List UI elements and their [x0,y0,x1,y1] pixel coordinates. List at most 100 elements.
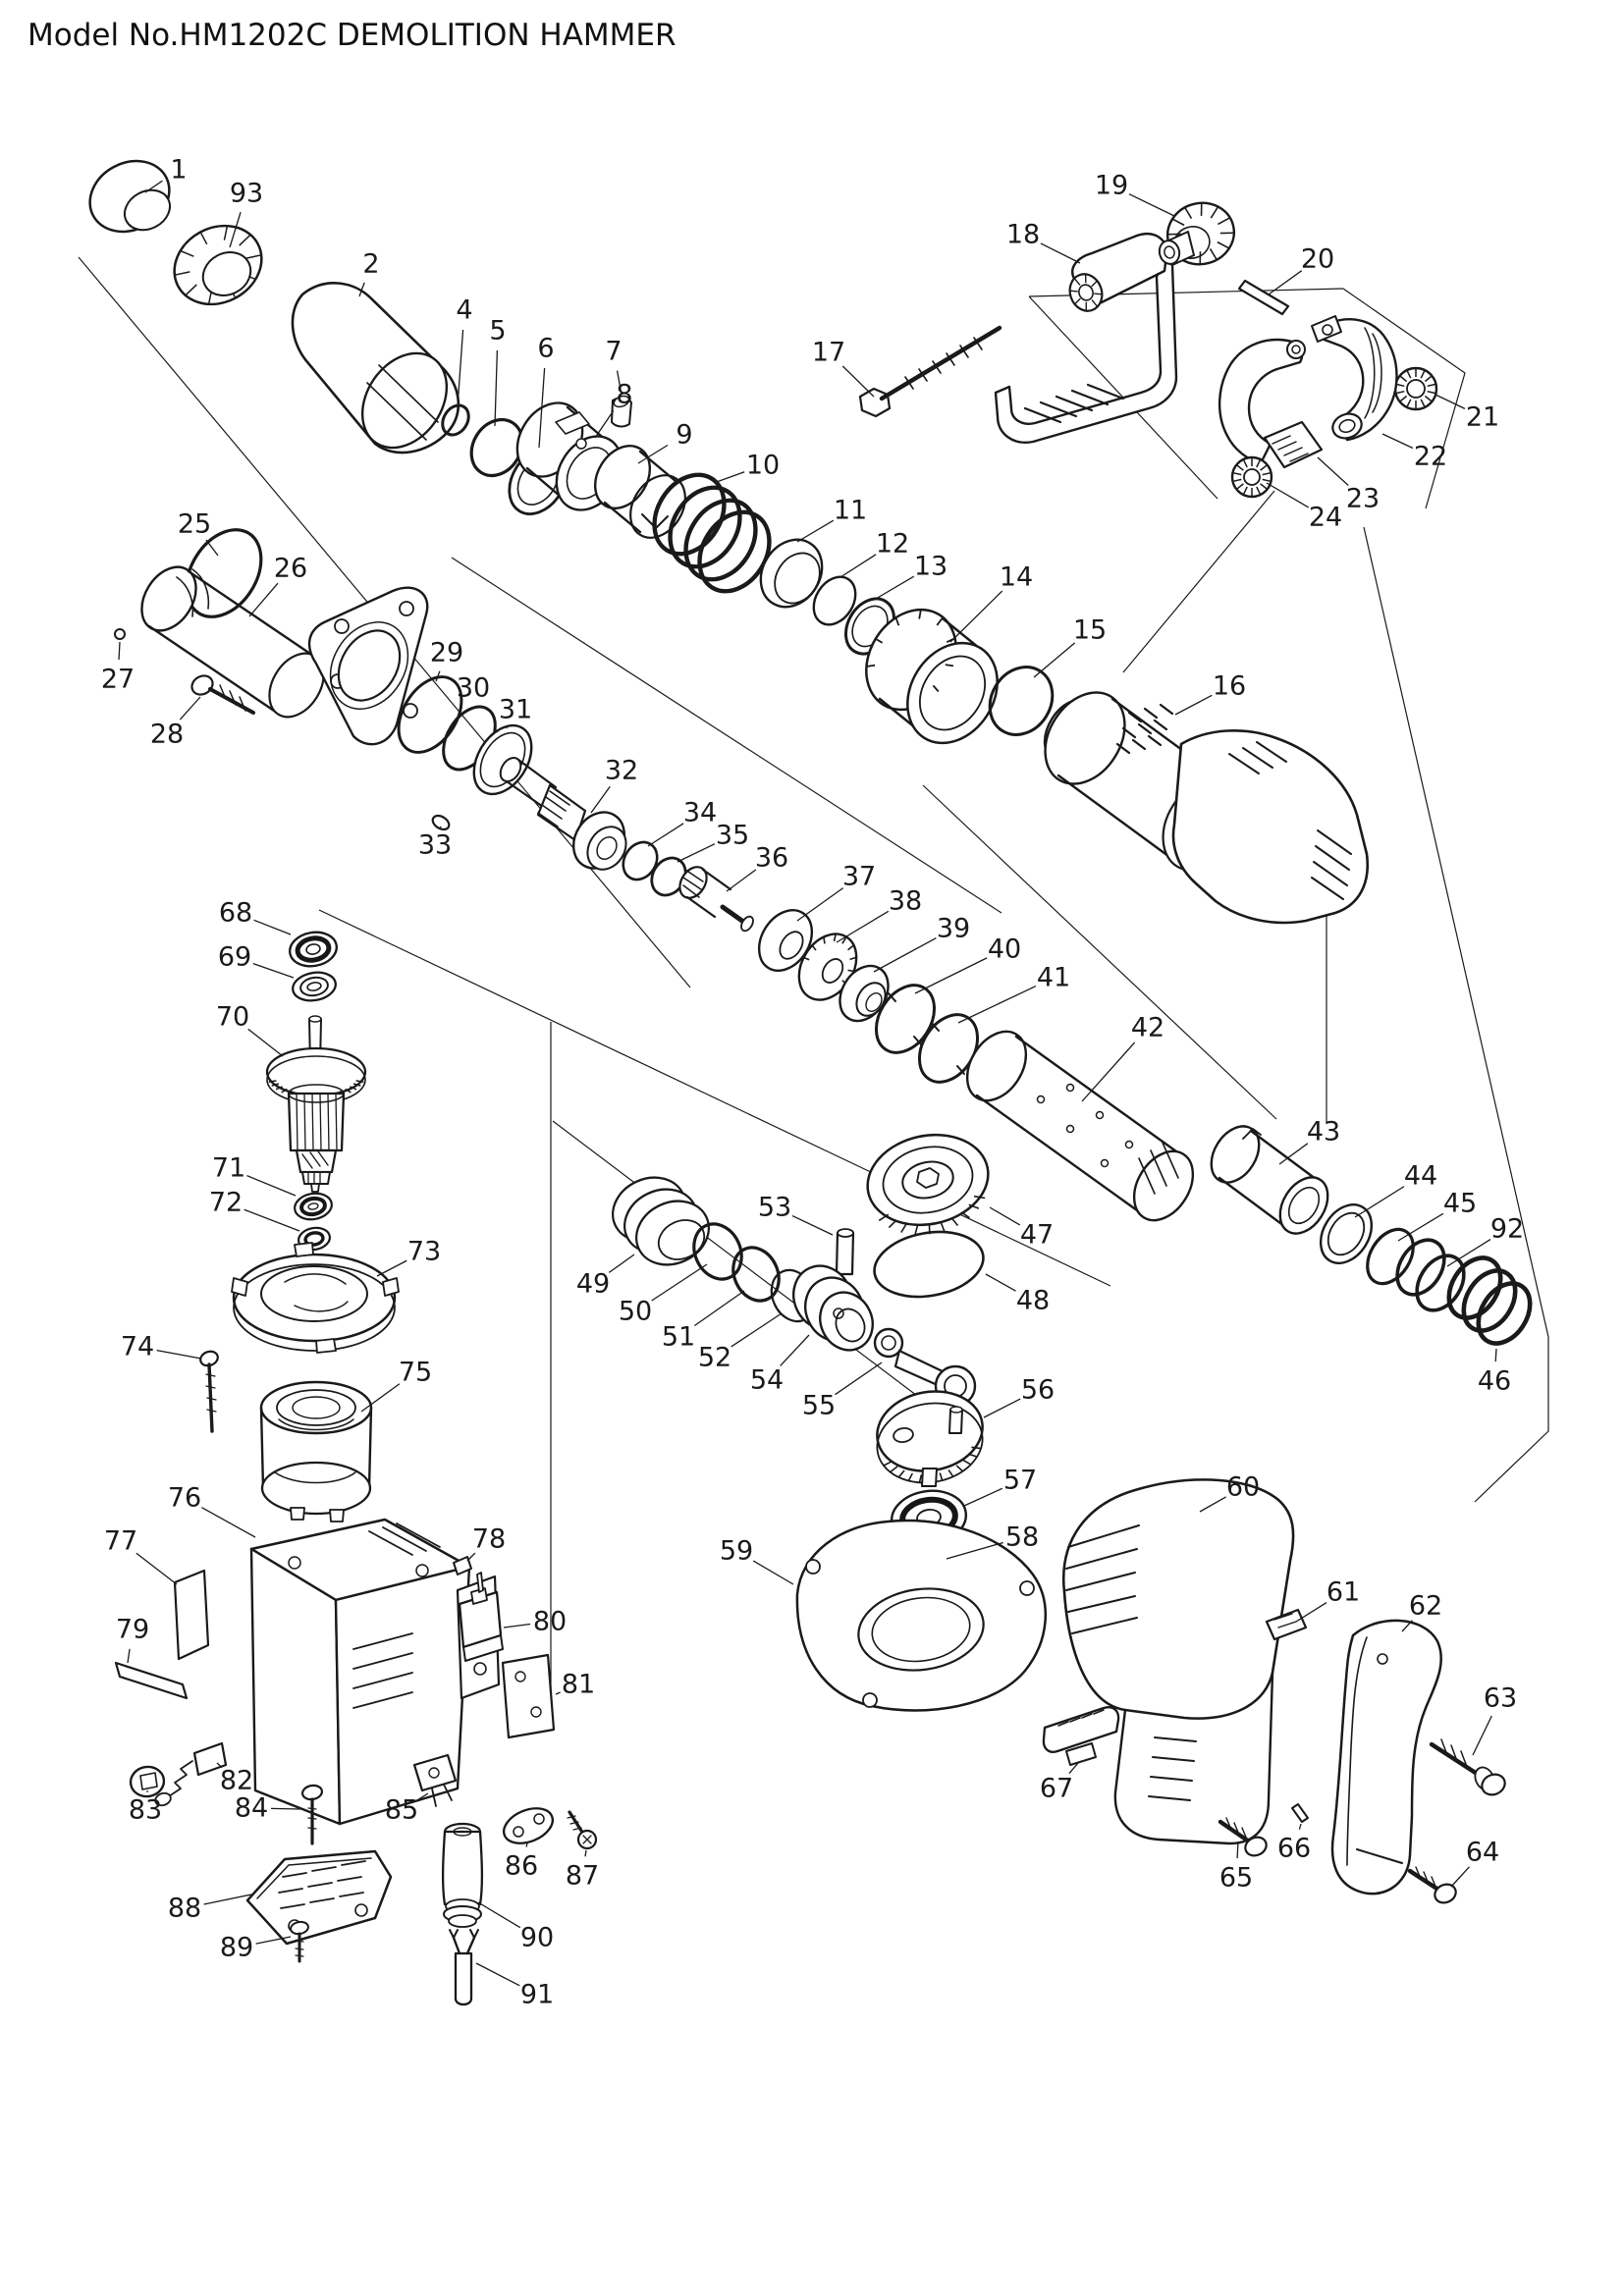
part-shape [139,1772,158,1790]
part-leader-39 [873,936,937,973]
part-label-8: 8 [616,380,632,410]
part-shape [833,1308,844,1319]
diagram-title: Model No.HM1202C DEMOLITION HAMMER [27,18,677,53]
part-shape [260,1461,372,1516]
part-shape [114,628,126,640]
part-label-64: 64 [1466,1838,1499,1868]
part-label-66: 66 [1277,1834,1311,1864]
part-shape [774,552,821,605]
part-shape [205,1373,217,1413]
part-label-63: 63 [1484,1683,1517,1714]
part-shape [288,1556,301,1570]
part-shape [278,1860,366,1909]
part-label-68: 68 [219,898,252,929]
part-shape [1036,1095,1046,1104]
part-shape [192,1741,228,1777]
part-label-51: 51 [662,1322,695,1353]
part-shape [337,629,402,702]
part-shape [1311,315,1342,343]
part-label-31: 31 [499,695,532,725]
part-leader-52 [731,1312,783,1348]
part-shape [307,1172,321,1184]
part-shape [292,1396,341,1419]
part-shape [1065,1742,1097,1766]
part-leader-27 [118,641,121,661]
part-leader-64 [1450,1866,1470,1888]
part-leader-58 [946,1541,1003,1560]
part-shape [452,1936,476,1955]
part-leader-50 [651,1263,708,1302]
part-leader-63 [1472,1715,1492,1756]
part-shape [530,1706,542,1718]
knurl-ticks [866,609,955,693]
part-shape [1228,741,1287,774]
part-label-18: 18 [1006,220,1040,250]
part-shape [352,1632,413,1709]
part-shape [1338,418,1356,434]
part-label-6: 6 [537,334,554,364]
part-shape [1210,1125,1261,1184]
part-shape [245,1849,393,1946]
part-leader-65 [1236,1841,1239,1859]
part-shape [473,1662,487,1676]
part-label-11: 11 [834,496,867,526]
part-shape [305,943,321,955]
part-shape [259,1406,373,1490]
part-shape [472,723,533,796]
part-shape [201,251,252,296]
part-shape [1019,1580,1035,1596]
part-shape [1330,1619,1442,1896]
part-shape [949,1406,963,1414]
part-shape [965,1030,1028,1102]
part-leader-15 [1033,642,1076,678]
part-label-53: 53 [758,1193,791,1223]
part-leader-42 [1081,1041,1136,1102]
part-shape [893,1426,914,1444]
part-shape [837,1228,854,1238]
part-leader-61 [1295,1602,1327,1623]
part-shape [232,1253,397,1343]
part-shape [575,438,587,450]
part-label-83: 83 [129,1795,162,1826]
part-leader-4 [457,329,464,407]
part-shape [567,1815,582,1831]
part-label-48: 48 [1016,1286,1050,1316]
construction-line [451,557,1002,914]
part-leader-32 [590,785,611,814]
part-shape [1346,1636,1368,1866]
part-label-33: 33 [418,830,452,861]
part-shape [1273,1613,1297,1629]
part-label-88: 88 [168,1894,201,1924]
part-shape [873,1327,904,1359]
part-shape [307,1202,319,1210]
part-label-62: 62 [1409,1591,1442,1622]
part-label-24: 24 [1309,503,1342,533]
knurl-ticks [1233,458,1271,496]
part-shape [1434,1883,1457,1904]
part-shape [1244,1836,1268,1857]
part-shape [1476,1281,1533,1346]
part-shape [1286,340,1306,359]
part-shape [1319,1203,1374,1264]
part-leader-26 [248,582,279,617]
part-leader-5 [494,349,499,427]
part-shape [683,498,758,582]
part-shape [441,1830,484,1906]
part-shape [635,1200,710,1266]
part-label-47: 47 [1020,1220,1054,1251]
part-label-91: 91 [520,1980,554,2010]
part-label-73: 73 [407,1237,441,1267]
part-shape [1415,1254,1466,1312]
part-label-49: 49 [576,1269,610,1300]
part-shape [1148,1736,1197,1801]
part-label-84: 84 [235,1793,268,1824]
part-shape [1461,1268,1518,1333]
part-shape [453,1827,472,1837]
part-leader-49 [608,1254,635,1273]
part-shape [397,675,463,754]
part-leader-78 [466,1552,476,1562]
part-shape [657,1219,706,1260]
part-label-27: 27 [101,665,135,695]
part-shape [857,1587,985,1672]
part-shape [1065,1124,1075,1134]
